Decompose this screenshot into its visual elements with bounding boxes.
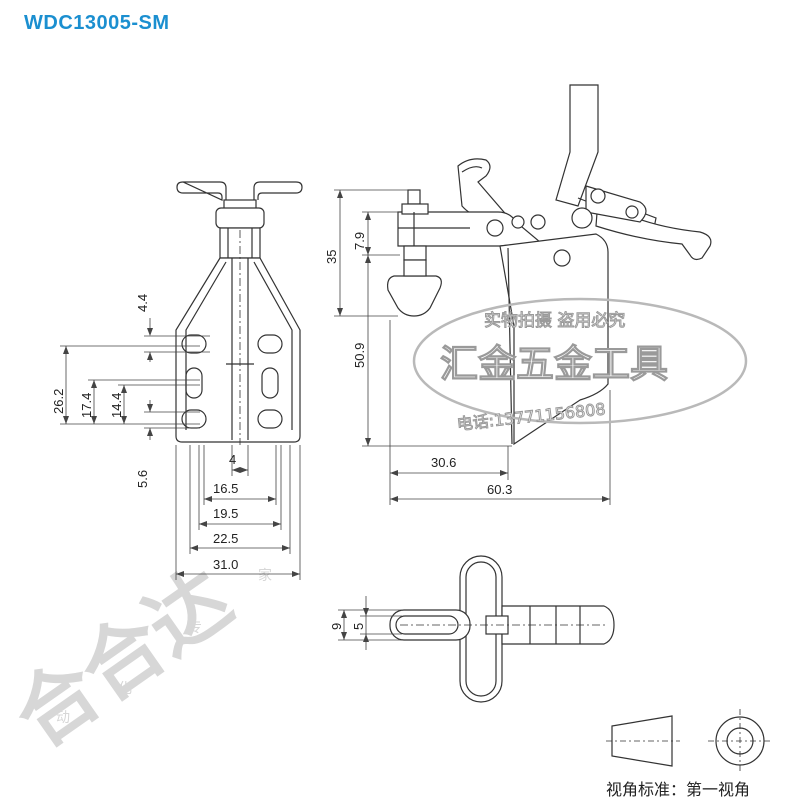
side-watermark-brand: 合合达 <box>0 552 248 766</box>
dim-label-26-2: 26.2 <box>51 389 66 414</box>
dim-label-50-9: 50.9 <box>352 343 367 368</box>
dim-label-5-6: 5.6 <box>135 470 150 488</box>
watermark-stamp: 实物拍摄 盗用必究 汇金五金工具 电话:13771156808 <box>412 297 748 434</box>
dim-label-19-5: 19.5 <box>213 506 238 521</box>
watermark-line1: 实物拍摄 盗用必究 <box>484 311 625 331</box>
dim-label-7-9: 7.9 <box>352 232 367 250</box>
dim-label-16-5: 16.5 <box>213 481 238 496</box>
side-watermark-char: 化 <box>118 681 132 697</box>
dim-label-17-4: 17.4 <box>79 393 94 418</box>
dim-label-14-4: 14.4 <box>109 393 124 418</box>
dim-label-30-6: 30.6 <box>431 455 456 470</box>
front-view-dim-labels: 4.4 26.2 17.4 14.4 5.6 4 16.5 19.5 22.5 … <box>51 294 238 572</box>
frustum-side-icon <box>611 715 673 767</box>
dim-label-4-4: 4.4 <box>135 294 150 312</box>
projection-caption: 视角标准：第一视角 <box>606 780 750 799</box>
dim-label-9: 9 <box>329 623 344 630</box>
front-view-arrows <box>63 328 300 577</box>
dim-label-4: 4 <box>229 452 236 467</box>
side-view-dim-labels: 35 7.9 50.9 30.6 60.3 <box>324 232 512 497</box>
side-watermark-char: 家 <box>258 567 272 584</box>
drawing-title: WDC13005-SM <box>24 12 170 34</box>
side-watermark-char: 动 <box>56 710 70 726</box>
side-view-arrows <box>337 190 610 502</box>
side-view <box>387 84 712 446</box>
top-view-arrows <box>341 608 369 642</box>
top-view-dim-labels: 9 5 <box>329 623 366 630</box>
front-view <box>175 181 303 445</box>
side-watermark: 合合达 动 化 专 家 <box>0 552 272 766</box>
first-angle-projection-symbol <box>606 709 772 773</box>
dim-label-22-5: 22.5 <box>213 531 238 546</box>
dim-label-35: 35 <box>324 250 339 264</box>
dim-label-31-0: 31.0 <box>213 557 238 572</box>
side-watermark-char: 专 <box>188 620 202 636</box>
top-view <box>389 555 615 703</box>
dim-label-60-3: 60.3 <box>487 482 512 497</box>
watermark-line2: 汇金五金工具 <box>440 342 668 386</box>
dim-label-5: 5 <box>351 623 366 630</box>
